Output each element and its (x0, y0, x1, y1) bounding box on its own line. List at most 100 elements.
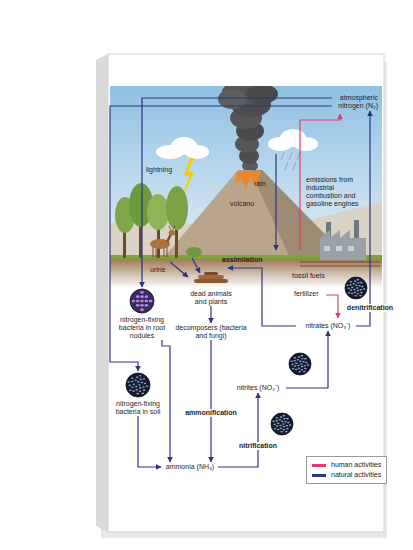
flow-arrow (210, 340, 211, 462)
bacteria-cell (307, 364, 310, 366)
factory (348, 246, 354, 251)
flow-arrow (210, 306, 211, 323)
bacteria-cell (283, 418, 286, 420)
legend: human activitiesnatural activities (306, 456, 387, 484)
bacteria-cell (280, 416, 283, 418)
legend-swatch (312, 474, 326, 477)
factory (354, 220, 359, 238)
cycle-stage-label: ammonia (NH₃) (162, 463, 218, 471)
bacteria-cell (142, 386, 145, 388)
bacteria-cell (139, 378, 142, 380)
factory (320, 220, 366, 260)
bacteria-cell (305, 362, 308, 364)
bacteria-cell (139, 387, 142, 389)
dead-matter-pile (204, 272, 218, 275)
bacteria-cell (359, 295, 362, 297)
node-text: atmospheric nitrogen (N₂) (332, 94, 378, 110)
trees (115, 183, 202, 258)
bacteria-cell (351, 287, 354, 289)
bacteria-cell (347, 288, 350, 290)
bacteria-cell (356, 293, 359, 295)
bacteria-cell (136, 393, 139, 395)
flow-arrow (110, 106, 332, 371)
bacteria-cell (346, 284, 349, 286)
bacteria-cell (136, 295, 140, 298)
process-label: denitrification (345, 304, 395, 312)
bacteria-cell (304, 365, 307, 367)
rain-streaks (281, 152, 300, 170)
bacteria-cell (304, 358, 307, 360)
bacteria-cell (363, 288, 366, 290)
bacteria-cell (280, 431, 283, 433)
bacteria-cell (277, 423, 280, 425)
bacteria-cell (144, 383, 147, 385)
bacteria-cell (140, 308, 144, 311)
bacteria-cell (140, 295, 144, 298)
clouds (185, 145, 209, 159)
smoke-plume (218, 86, 278, 172)
bacteria-cell (142, 393, 145, 395)
bacteria-cell (145, 300, 149, 303)
process-label: ammonification (183, 409, 239, 417)
micrograph-disc (126, 373, 150, 397)
annotation-label: rain (254, 180, 266, 188)
bacteria-cell (297, 365, 300, 367)
bacteria-cell (282, 429, 285, 431)
flow-arrows (192, 258, 200, 273)
bacteria-cell (354, 292, 357, 294)
bacteria-cell (281, 420, 284, 422)
node-text: nitrogen-fixing bacteria in soil (114, 400, 162, 416)
bacteria-cell (293, 360, 296, 362)
bacteria-cell (139, 375, 142, 377)
bacteria-cell (139, 391, 142, 393)
bacteria-cell (300, 369, 303, 371)
volcano (250, 170, 352, 262)
bacteria-cell (357, 282, 360, 284)
micrograph-disc (289, 353, 311, 375)
bacteria-cell (301, 358, 304, 360)
factory (336, 246, 342, 251)
bacteria-node: nitrogen-fixing bacteria in root nodules (116, 288, 168, 340)
bacteria-cell (349, 284, 352, 286)
legend-text: natural activities (331, 470, 381, 480)
cycle-stage-label: atmospheric nitrogen (N₂) (332, 94, 378, 110)
bacteria-cell (300, 363, 303, 365)
sky (110, 86, 382, 262)
bacteria-cell (301, 355, 304, 357)
flow-arrows (275, 154, 276, 250)
node-text: dead animals and plants (185, 290, 237, 306)
bacteria-cell (298, 368, 301, 370)
bacteria-cell (134, 379, 137, 381)
cycle-stage-label: dead animals and plants (185, 290, 237, 306)
bacteria-cell (351, 293, 354, 295)
field-rows (300, 262, 380, 266)
bacteria-cell (135, 389, 138, 391)
bacteria-cell (301, 366, 304, 368)
dead-matter-pile (198, 275, 224, 279)
bacteria-node: nitrogen-fixing bacteria in soil (114, 372, 162, 416)
legend-row: human activities (312, 460, 381, 470)
flow-arrow (218, 393, 258, 467)
deer (167, 247, 168, 257)
bacteria-cell (149, 300, 153, 303)
bacteria-cell (298, 356, 301, 358)
flow-arrows (170, 262, 188, 277)
bacteria-cell (350, 281, 353, 283)
bacteria-cell (145, 304, 149, 307)
canvas-frame (96, 54, 108, 532)
trees (186, 247, 202, 257)
bacteria-cell (129, 390, 132, 392)
node-text: nitrites (NO₂⁻) (230, 384, 286, 392)
micrograph-disc (271, 413, 293, 435)
bacteria-cell (275, 420, 278, 422)
micrograph (129, 288, 155, 314)
bacteria-cell (140, 304, 144, 307)
annotation-label: volcano (230, 200, 254, 208)
flow-arrow (286, 331, 328, 388)
bacteria-cell (143, 389, 146, 391)
field-rows (300, 262, 380, 263)
canvas-frame (96, 54, 387, 538)
bacteria-cell (277, 429, 280, 431)
cycle-stage-label: decomposers (bacteria and fungi) (174, 324, 248, 340)
rain-streaks (281, 152, 284, 160)
